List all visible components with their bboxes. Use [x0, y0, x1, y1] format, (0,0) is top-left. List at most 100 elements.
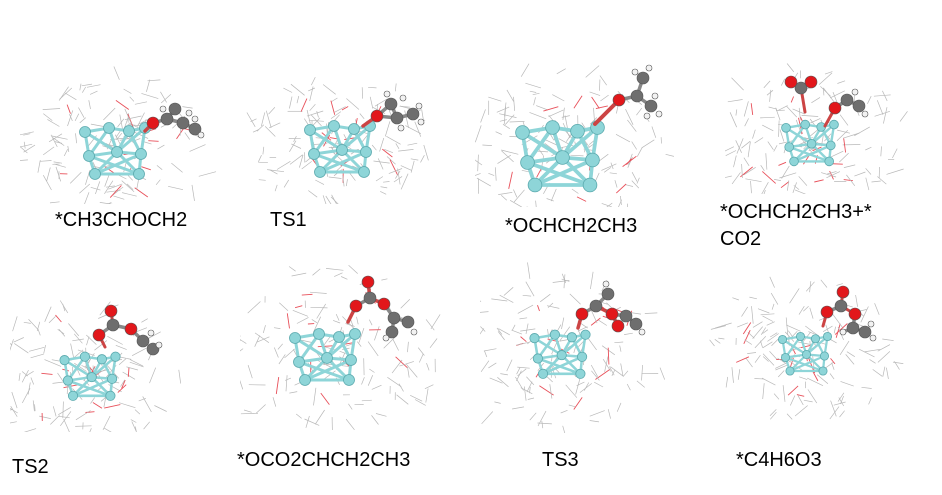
- ligand-wireframe: [725, 63, 908, 194]
- ligand-bond: [733, 155, 737, 168]
- ligand-bond: [54, 163, 66, 168]
- ligand-bond: [860, 306, 869, 323]
- ligand-bond-o: [141, 166, 151, 171]
- ligand-bond: [429, 338, 438, 349]
- ligand-bond: [511, 324, 516, 331]
- ligand-bond: [295, 413, 302, 419]
- ligand-bond: [499, 113, 517, 118]
- ligand-bond: [134, 426, 137, 432]
- ligand-bond: [882, 90, 888, 102]
- ligand-bond: [525, 82, 542, 89]
- ligand-bond: [513, 189, 518, 198]
- ligand-bond: [782, 385, 786, 402]
- ligand-bond: [99, 301, 111, 316]
- ligand-bond: [620, 195, 622, 205]
- ligand-bond: [348, 403, 353, 410]
- ligand-bond: [27, 382, 31, 395]
- oxygen-atom: [804, 75, 818, 89]
- ligand-bond: [120, 379, 126, 387]
- ligand-bond: [892, 148, 898, 159]
- ligand-bond: [367, 375, 374, 386]
- hydrogen-atom: [399, 94, 407, 102]
- ligand-bond: [775, 364, 790, 371]
- ligand-bond: [774, 179, 781, 181]
- ligand-bond: [44, 306, 52, 322]
- ligand-bond: [787, 180, 790, 191]
- ligand-bond: [361, 377, 365, 385]
- ligand-bond: [395, 143, 400, 149]
- ligand-bond: [274, 184, 278, 192]
- ligand-bond: [641, 364, 643, 381]
- ligand-bond: [665, 153, 674, 157]
- ligand-bond: [792, 108, 805, 115]
- ligand-bond-o: [843, 179, 853, 182]
- ligand-bond: [798, 176, 808, 186]
- ligand-bond: [104, 175, 110, 187]
- ligand-bond: [789, 395, 796, 406]
- ligand-bond: [410, 160, 415, 173]
- metal-atom: [829, 119, 839, 130]
- ligand-bond: [423, 144, 429, 161]
- ligand-wireframe: [709, 276, 904, 420]
- ligand-bond: [358, 327, 365, 343]
- ligand-bond: [258, 161, 268, 164]
- ligand-bond: [334, 106, 346, 113]
- ligand-bond: [304, 418, 320, 426]
- ligand-bond: [770, 292, 779, 305]
- ligand-bond: [60, 411, 72, 427]
- ligand-bond: [10, 406, 18, 417]
- ligand-bond: [763, 80, 771, 89]
- ligand-bond-o: [615, 183, 627, 194]
- structure-panel-ochch2ch3: [475, 32, 700, 207]
- metal-atom: [62, 375, 73, 386]
- ligand-bond: [725, 376, 729, 388]
- ligand-bond: [126, 366, 138, 371]
- ligand-bond-o: [590, 317, 601, 326]
- ligand-bond: [254, 332, 270, 343]
- ligand-bond-o: [543, 106, 559, 112]
- carbon-atom: [852, 99, 866, 113]
- oxygen-atom: [349, 299, 363, 313]
- ligand-bond-o: [576, 196, 587, 202]
- hydrogen-atom: [869, 334, 877, 342]
- ligand-bond: [546, 305, 560, 309]
- ligand-bond: [86, 334, 97, 345]
- label-ts1: TS1: [270, 209, 307, 231]
- ligand-bond: [743, 101, 749, 117]
- ligand-bond: [504, 102, 507, 117]
- metal-atom: [795, 331, 806, 342]
- ligand-bond: [737, 369, 741, 380]
- ligand-bond: [631, 180, 640, 189]
- ligand-bond-o: [330, 100, 336, 115]
- ligand-bond: [392, 339, 399, 351]
- ligand-bond: [609, 366, 615, 376]
- metal-atom: [348, 123, 360, 135]
- ligand-bond: [786, 106, 798, 118]
- oxygen-atom: [361, 275, 375, 289]
- ligand-bond: [562, 107, 565, 121]
- ligand-bond-o: [300, 98, 308, 112]
- ligand-bond: [258, 179, 266, 181]
- ligand-bond: [339, 350, 346, 354]
- ligand-bond: [882, 338, 894, 341]
- ligand-bond: [23, 141, 26, 149]
- metal-cluster: [781, 119, 839, 167]
- ligand-bond: [262, 146, 265, 155]
- ligand-bond: [781, 165, 790, 179]
- ligand-bond: [386, 156, 396, 165]
- structure-panel-ts2: [10, 262, 225, 432]
- oxygen-atom: [820, 305, 834, 319]
- ligand-bond: [520, 328, 536, 332]
- ligand-bond: [837, 129, 850, 134]
- ligand-bond: [525, 323, 529, 334]
- ligand-bond: [564, 115, 568, 129]
- oxygen-atom: [146, 116, 160, 130]
- ligand-bond: [832, 313, 843, 328]
- hydrogen-atom: [155, 341, 163, 349]
- ligand-bond: [611, 369, 616, 376]
- ligand-bond: [539, 293, 551, 303]
- ligand-bond: [744, 339, 752, 345]
- ligand-bond: [725, 146, 735, 152]
- ligand-bond: [873, 94, 891, 97]
- ligand-bond: [399, 105, 411, 108]
